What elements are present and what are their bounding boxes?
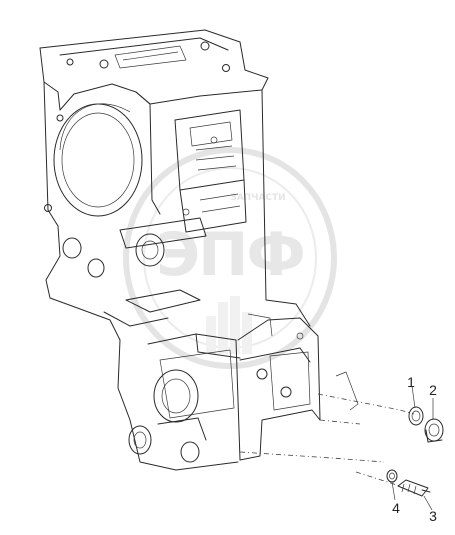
part-2-plug (424, 418, 444, 443)
part-3-fitting (397, 479, 431, 497)
callout-3: 3 (429, 508, 437, 524)
assembly-axis-lines (239, 371, 415, 487)
watermark-logo: ЭПФ ЗАПЧАСТИ (123, 147, 337, 369)
part-4-washer (386, 469, 398, 483)
gearbox-housing (39, 29, 321, 471)
part-1-seal-ring (408, 406, 424, 426)
callout-4: 4 (392, 500, 400, 516)
watermark-ring-text: ЗАПЧАСТИ (230, 193, 285, 203)
callout-2: 2 (429, 382, 437, 398)
watermark-building-emblem (206, 296, 252, 354)
callout-1: 1 (407, 374, 415, 390)
watermark-logo-text: ЭПФ (156, 220, 304, 290)
callout-leaders (391, 385, 434, 511)
